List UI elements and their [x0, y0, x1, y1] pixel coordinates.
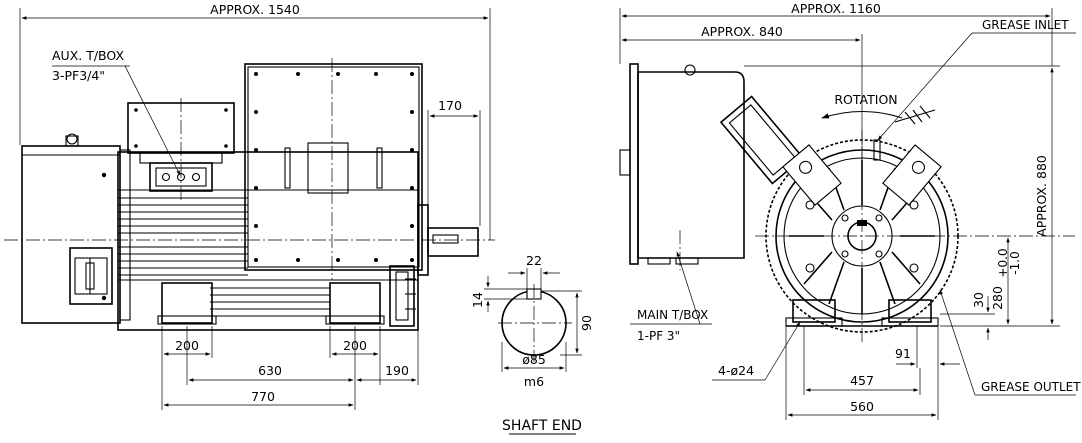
grease-inlet-label: GREASE INLET: [877, 18, 1076, 141]
dim-label-90: 90: [579, 315, 594, 331]
dim-770: 770: [163, 385, 356, 410]
main-tbox-label: MAIN T/BOX 1-PF 3": [630, 251, 712, 343]
dim-85: ø85 m6: [501, 342, 567, 389]
dim-label-4-24: 4-ø24: [718, 363, 754, 378]
main-tbox-title: MAIN T/BOX: [637, 308, 708, 322]
dim-560: 560: [785, 326, 939, 420]
motor-frame: [117, 151, 419, 331]
dim-30: 30: [940, 292, 995, 340]
shaft-end-detail: 22 14 90 ø85 m6 SHAFT END: [470, 253, 594, 435]
side-view: APPROX. 1540: [4, 2, 495, 410]
shaft-end-title: SHAFT END: [502, 418, 582, 434]
dim-90: 90: [541, 290, 594, 356]
cooling-fins: [118, 197, 418, 317]
dim-457: 457: [803, 326, 921, 395]
grease-outlet-label: GREASE OUTLET: [939, 289, 1081, 396]
dim-label-1160: APPROX. 1160: [791, 1, 881, 16]
aux-terminal-box: [127, 98, 235, 200]
hole-callout: 4-ø24: [712, 321, 801, 381]
dim-label-630: 630: [258, 363, 282, 378]
dim-280: 280 +0.0 -1.0: [990, 237, 1022, 325]
dim-170: 170: [427, 98, 481, 226]
dim-label-1540: APPROX. 1540: [210, 2, 300, 17]
front-view: APPROX. 1160 APPROX. 840 MAIN T/BOX: [619, 1, 1081, 420]
dim-label-560: 560: [850, 399, 874, 414]
dim-label-91: 91: [895, 346, 911, 361]
dim-label-30: 30: [971, 292, 986, 308]
tolerance-minus: -1.0: [1008, 251, 1022, 274]
aux-tbox-spec: 3-PF3/4": [52, 68, 105, 83]
dim-label-14: 14: [470, 292, 485, 308]
dim-label-85: ø85: [522, 352, 546, 367]
dim-approx-840: APPROX. 840: [621, 24, 863, 236]
dim-91: 91: [895, 326, 960, 368]
tolerance-plus: +0.0: [996, 248, 1010, 277]
motor-end-view: [755, 130, 1075, 345]
dim-22: 22: [508, 253, 560, 289]
rotation-indicator: ROTATION: [821, 92, 936, 125]
dim-label-880: APPROX. 880: [1034, 155, 1049, 237]
dim-label-770: 770: [251, 389, 275, 404]
grease-inlet-text: GREASE INLET: [982, 18, 1069, 32]
dim-approx-1540: APPROX. 1540: [19, 2, 491, 240]
main-terminal-box-front: [619, 63, 805, 270]
dim-190: 190: [356, 330, 419, 385]
main-terminal-box-side: [244, 58, 423, 280]
dim-630: 630: [186, 326, 356, 385]
grease-outlet-text: GREASE OUTLET: [981, 380, 1081, 394]
aux-tbox-title: AUX. T/BOX: [52, 48, 124, 63]
dim-approx-1160: APPROX. 1160: [619, 1, 1053, 66]
dim-label-190: 190: [385, 363, 409, 378]
main-tbox-spec: 1-PF 3": [637, 329, 680, 343]
dim-label-457: 457: [850, 373, 874, 388]
dim-label-22: 22: [526, 253, 542, 268]
rear-cover: [21, 133, 131, 324]
dim-14: 14: [470, 276, 527, 312]
dim-label-280: 280: [990, 286, 1005, 310]
dim-label-m6: m6: [524, 374, 544, 389]
dim-label-840: APPROX. 840: [701, 24, 783, 39]
dim-label-170: 170: [438, 98, 462, 113]
aux-tbox-label: AUX. T/BOX 3-PF3/4": [52, 48, 181, 176]
dim-approx-880: APPROX. 880: [744, 65, 1060, 327]
rotation-label: ROTATION: [834, 92, 897, 107]
